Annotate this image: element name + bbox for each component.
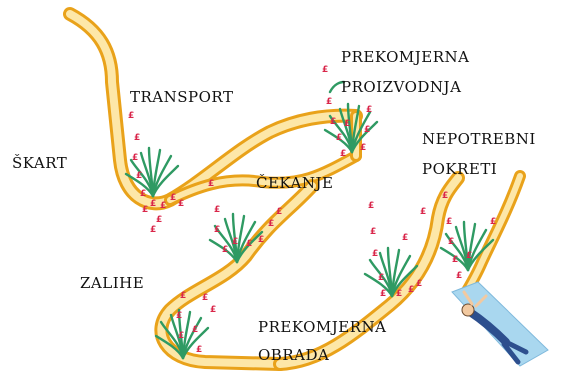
label-prekomjerna-proizvodnja-line2: PROIZVODNJA <box>341 76 461 98</box>
pound-coin-icon: £ <box>402 233 408 243</box>
pound-coin-icon: £ <box>160 201 166 211</box>
label-prekomjerna-obrada-line1: PREKOMJERNA <box>258 316 387 338</box>
pound-coin-icon: £ <box>408 285 414 295</box>
pound-coin-icon: £ <box>178 199 184 209</box>
pound-coin-icon: £ <box>128 111 134 121</box>
pound-coin-icon: £ <box>150 225 156 235</box>
label-transport: TRANSPORT <box>130 86 233 108</box>
pound-coin-icon: £ <box>364 125 370 135</box>
pound-coin-icon: £ <box>210 305 216 315</box>
label-nepotrebni-pokreti-line1: NEPOTREBNI <box>422 128 536 150</box>
pound-coin-icon: £ <box>268 219 274 229</box>
pound-coin-icon: £ <box>336 133 342 143</box>
pound-coin-icon: £ <box>232 237 238 247</box>
pound-coin-icon: £ <box>368 201 374 211</box>
pound-coin-icon: £ <box>196 345 202 355</box>
pound-coin-icon: £ <box>222 245 228 255</box>
pound-coin-icon: £ <box>214 205 220 215</box>
label-nepotrebni-pokreti-line2: POKRETI <box>422 158 497 180</box>
pound-coin-icon: £ <box>370 227 376 237</box>
pound-coin-icon: £ <box>202 293 208 303</box>
pound-coin-icon: £ <box>420 207 426 217</box>
pound-coin-icon: £ <box>330 117 336 127</box>
pound-coin-icon: £ <box>132 153 138 163</box>
pound-coin-icon: £ <box>258 235 264 245</box>
pound-coin-icon: £ <box>170 193 176 203</box>
pound-coin-icon: £ <box>246 239 252 249</box>
pound-coin-icon: £ <box>446 217 452 227</box>
pound-coin-icon: £ <box>136 171 142 181</box>
pound-coin-icon: £ <box>208 179 214 189</box>
pound-coin-icon: £ <box>150 199 156 209</box>
pound-coin-icon: £ <box>192 325 198 335</box>
pound-coin-icon: £ <box>366 105 372 115</box>
pound-coin-icon: £ <box>372 249 378 259</box>
pound-coin-icon: £ <box>490 217 496 227</box>
pound-coin-icon: £ <box>396 289 402 299</box>
label-skart: ŠKART <box>12 152 67 174</box>
label-cekanje: ČEKANJE <box>256 172 333 194</box>
pound-coin-icon: £ <box>140 189 146 199</box>
pound-coin-icon: £ <box>340 149 346 159</box>
pound-coin-icon: £ <box>180 291 186 301</box>
label-zalihe: ZALIHE <box>80 272 144 294</box>
pound-coin-icon: £ <box>322 65 328 75</box>
pound-coin-icon: £ <box>466 251 472 261</box>
pound-coin-icon: £ <box>452 255 458 265</box>
pound-coin-icon: £ <box>360 143 366 153</box>
pound-coin-icon: £ <box>380 289 386 299</box>
pound-coin-icon: £ <box>442 191 448 201</box>
label-prekomjerna-obrada-line2: OBRADA <box>258 344 329 366</box>
pound-coin-icon: £ <box>344 119 350 129</box>
pound-coin-icon: £ <box>416 279 422 289</box>
drowning-man-icon <box>452 282 548 366</box>
pound-coin-icon: £ <box>156 215 162 225</box>
pound-coin-icon: £ <box>326 97 332 107</box>
pound-coin-icon: £ <box>448 237 454 247</box>
pound-coin-icon: £ <box>134 133 140 143</box>
pound-coin-icon: £ <box>276 207 282 217</box>
pound-coin-icon: £ <box>176 311 182 321</box>
pound-coin-icon: £ <box>456 271 462 281</box>
pound-coin-icon: £ <box>378 273 384 283</box>
pound-coin-icon: £ <box>178 331 184 341</box>
label-prekomjerna-proizvodnja-line1: PREKOMJERNA <box>341 46 470 68</box>
pound-coin-icon: £ <box>142 205 148 215</box>
pound-coin-icon: £ <box>214 225 220 235</box>
